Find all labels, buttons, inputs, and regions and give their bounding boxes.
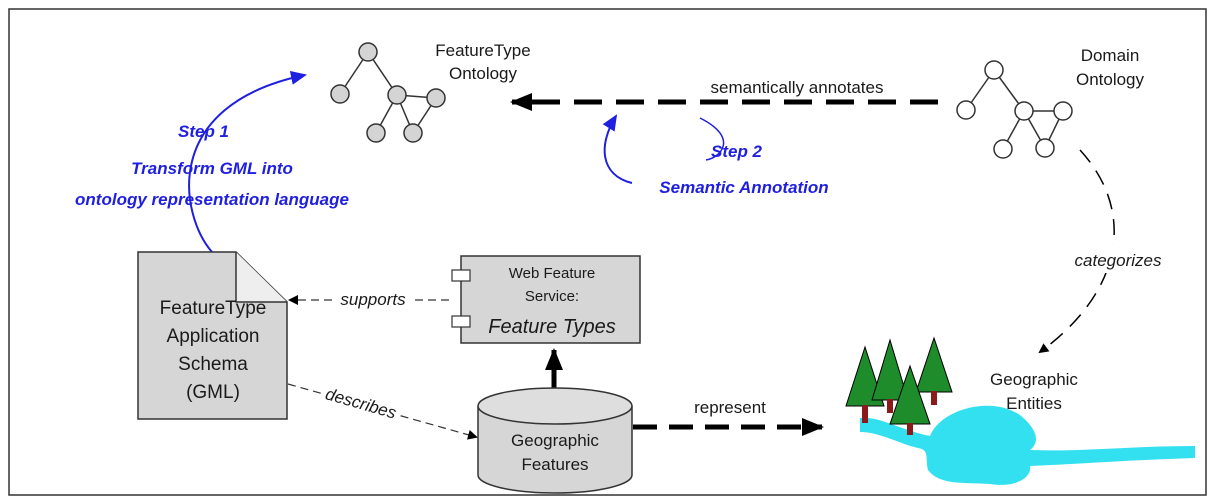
supports-label: supports xyxy=(340,290,406,309)
entities-line2: Entities xyxy=(1006,394,1062,413)
describes-label-bg xyxy=(320,381,402,425)
schema-doc-line1: FeatureType xyxy=(160,298,267,319)
step1-line2: ontology representation language xyxy=(75,190,349,209)
step2-blue-tick xyxy=(699,117,725,161)
step2-line1: Semantic Annotation xyxy=(659,178,828,197)
entities-line1: Geographic xyxy=(990,370,1078,389)
featuretype-ontology-graph-icon xyxy=(330,42,446,143)
domain-ontology-label-2: Ontology xyxy=(1076,70,1145,89)
describes-label: describes xyxy=(323,384,399,422)
component-port-icon xyxy=(451,315,471,328)
document-fold-icon xyxy=(235,252,287,303)
step1-line1: Transform GML into xyxy=(131,159,293,178)
step2-title: Step 2 xyxy=(711,142,763,161)
featuretype-ontology-label-1: FeatureType xyxy=(435,41,530,60)
semantically-annotates-label: semantically annotates xyxy=(711,78,884,97)
wfs-line2: Service: xyxy=(525,288,579,305)
categorizes-label: categorizes xyxy=(1075,251,1162,270)
categorizes-label-bg xyxy=(1055,245,1180,273)
component-port-icon xyxy=(451,269,471,282)
wfs-component-box xyxy=(460,255,641,344)
geographic-entities-landscape-icon xyxy=(845,336,1195,485)
database-line2: Features xyxy=(521,455,588,474)
step1-blue-arrow xyxy=(188,70,307,253)
wfs-line3: Feature Types xyxy=(488,316,615,338)
step1-title: Step 1 xyxy=(178,122,229,141)
schema-doc-line2: Application xyxy=(167,326,260,347)
featuretype-ontology-label-2: Ontology xyxy=(449,64,518,83)
frame-border xyxy=(8,8,1207,496)
schema-doc-line3: Schema xyxy=(178,354,248,375)
supports-label-bg xyxy=(333,289,413,309)
represent-label: represent xyxy=(694,398,766,417)
domain-ontology-graph-icon xyxy=(956,60,1073,159)
schema-doc-line4: (GML) xyxy=(186,382,240,403)
geographic-features-database-icon xyxy=(477,387,633,494)
step2-blue-arrow xyxy=(602,114,633,184)
database-line1: Geographic xyxy=(511,431,599,450)
domain-ontology-label-1: Domain xyxy=(1081,46,1140,65)
wfs-line1: Web Feature xyxy=(509,265,595,282)
